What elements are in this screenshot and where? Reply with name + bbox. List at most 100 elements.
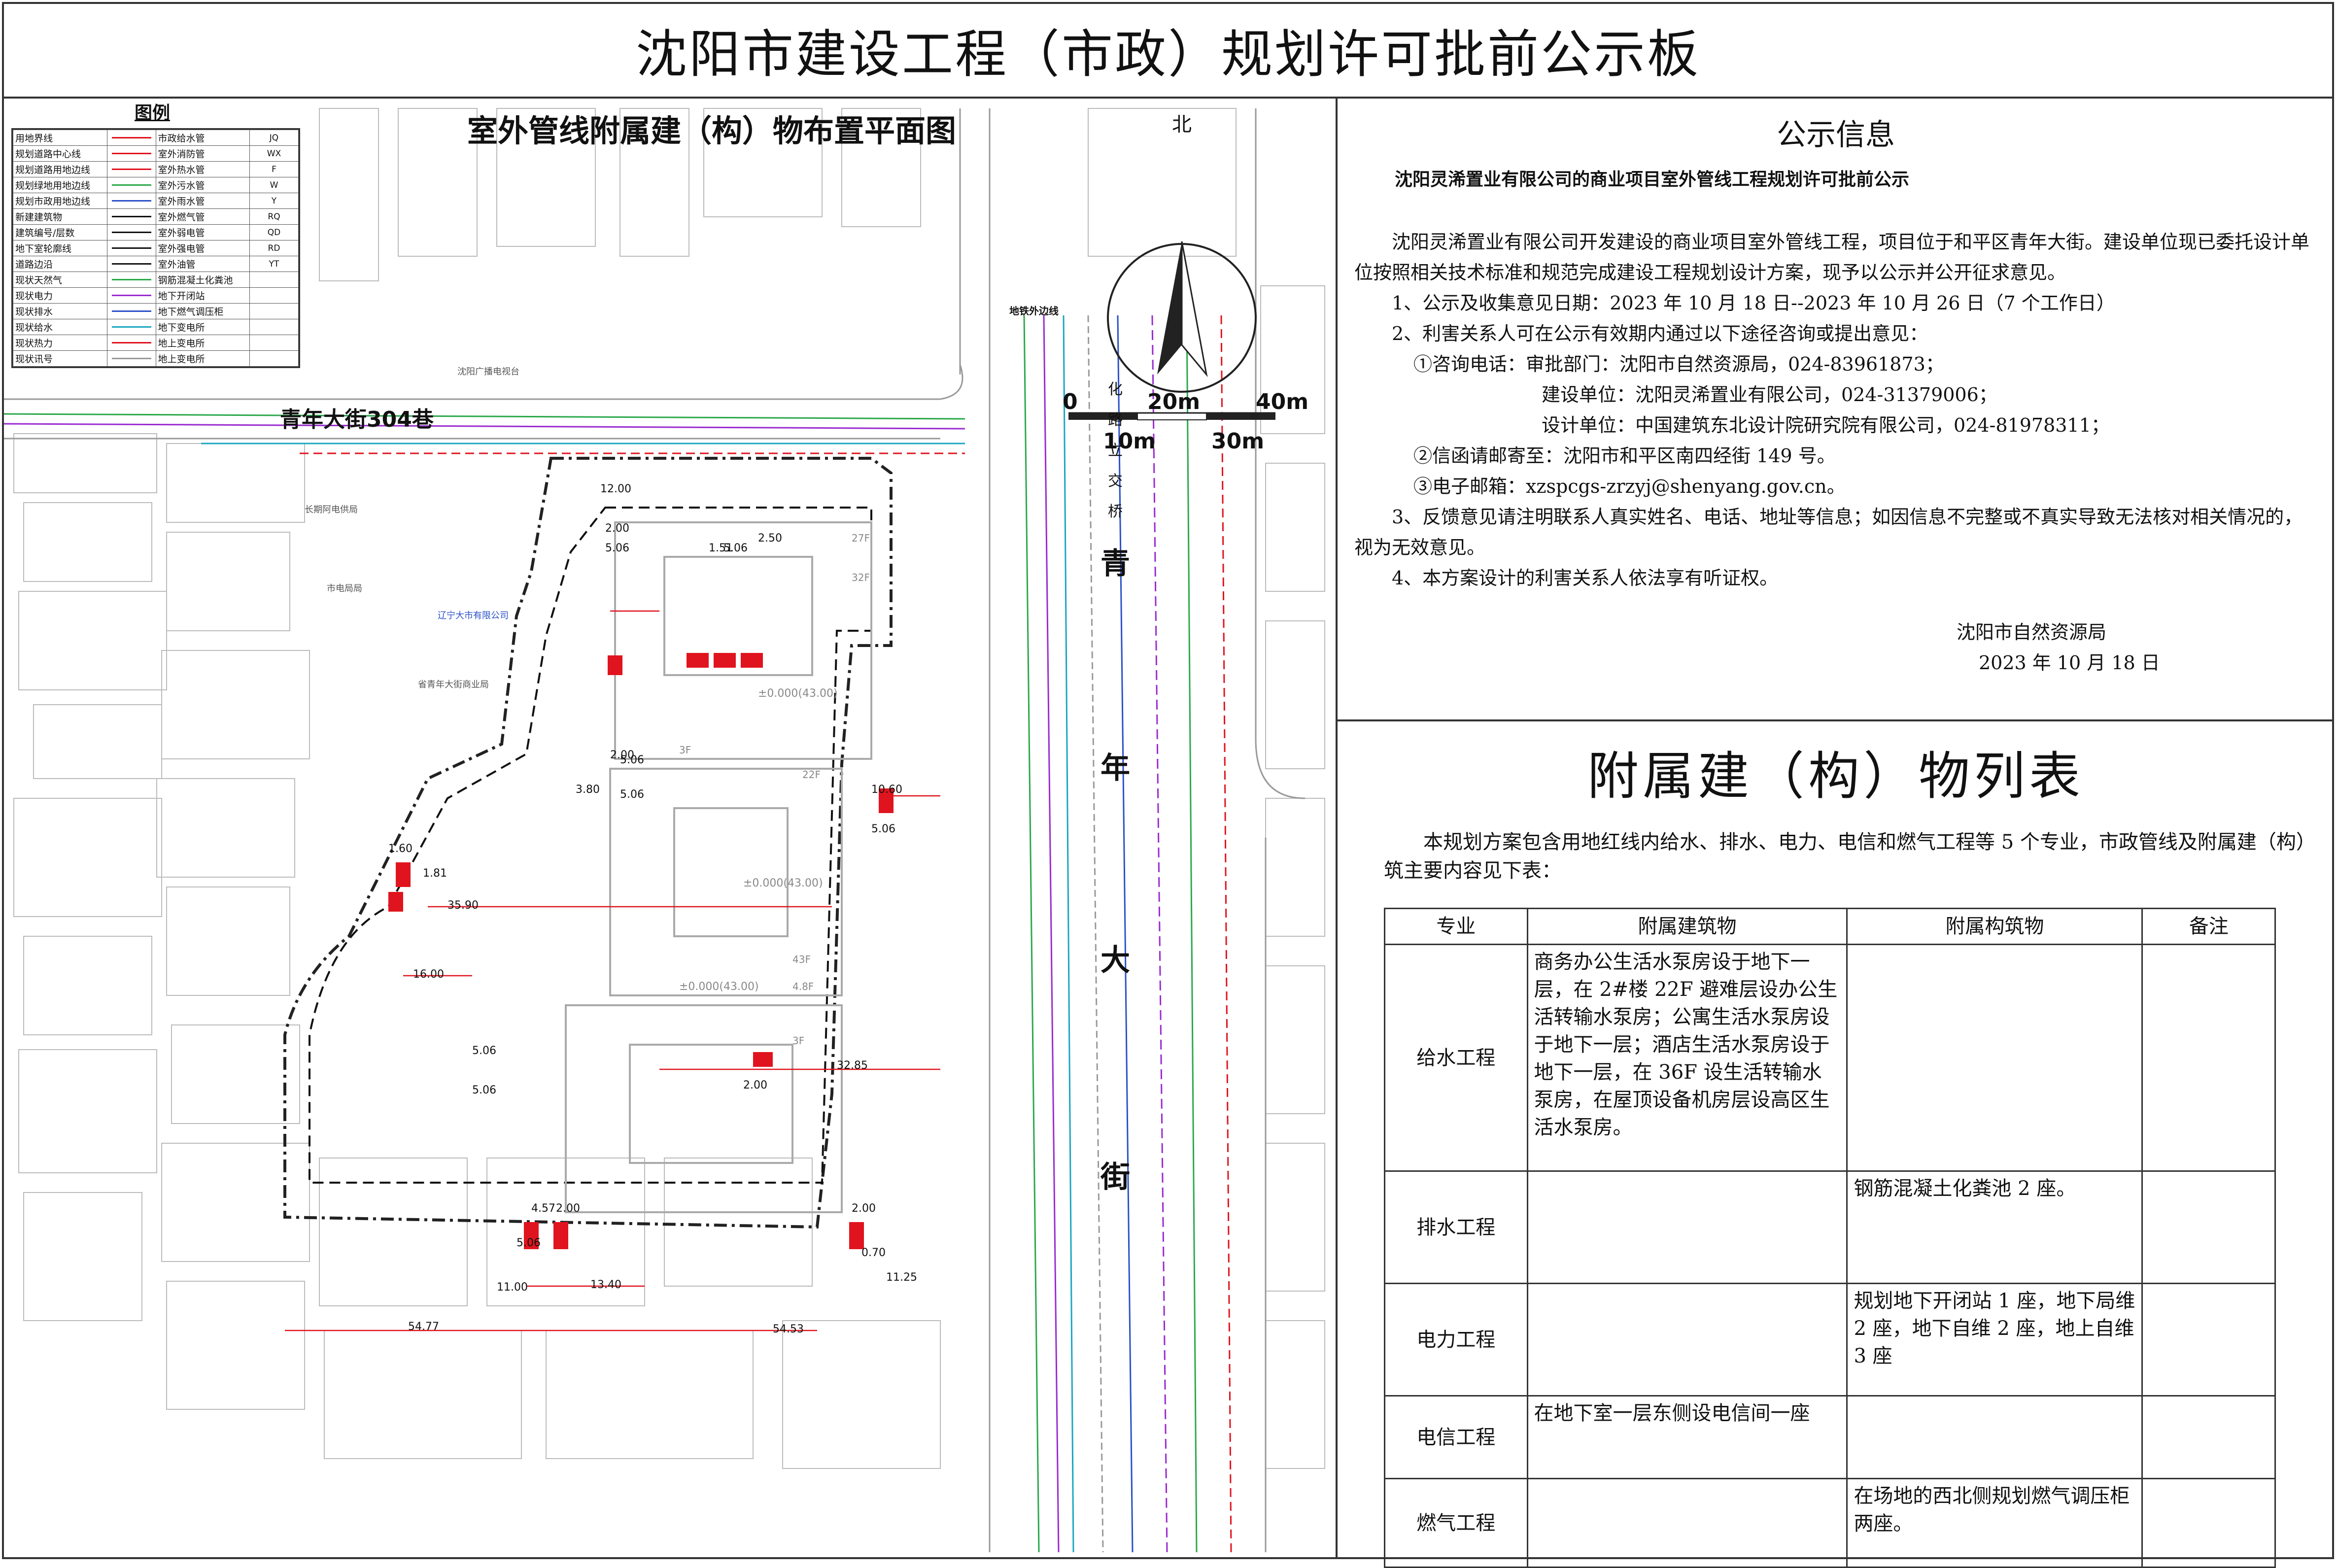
legend-label: 地下室轮廓线 — [13, 240, 107, 256]
dimension-value: 2.00 — [556, 1202, 580, 1215]
floor-label: 3F — [679, 744, 691, 756]
legend-label: 室外弱电管 — [155, 224, 250, 240]
cell-building: 商务办公生活水泵房设于地下一层，在 2#楼 22F 避难层设办公生活转输水泵房；… — [1526, 944, 1848, 1172]
legend-line-symbol — [111, 279, 151, 280]
legend-symbol — [106, 303, 156, 319]
legend-code: W — [249, 177, 299, 193]
table-row: 给水工程 商务办公生活水泵房设于地下一层，在 2#楼 22F 避难层设办公生活转… — [1384, 944, 2276, 1172]
legend-code: Y — [249, 193, 299, 209]
legend-code: YT — [249, 256, 299, 272]
cell-structure — [1846, 944, 2143, 1172]
dimension-value: 5.06 — [516, 1237, 541, 1249]
info-item-3: 3、反馈意见请注明联系人真实姓名、电话、地址等信息；如因信息不完整或不真实导致无… — [1354, 506, 2303, 558]
scale-30m: 30m — [1211, 429, 1265, 454]
legend-symbol — [106, 319, 156, 335]
legend-symbol — [106, 224, 156, 240]
map-small-label: 市电局局 — [327, 583, 362, 594]
cell-note — [2141, 1283, 2276, 1397]
page-title-bar: 沈阳市建设工程（市政）规划许可批前公示板 — [2, 2, 2334, 99]
info-body: 沈阳灵浠置业有限公司开发建设的商业项目室外管线工程，项目位于和平区青年大街。建设… — [1354, 227, 2320, 593]
table-header-row: 专业 附属建筑物 附属构筑物 备注 — [1384, 908, 2276, 945]
dimension-value: 13.40 — [590, 1279, 621, 1291]
legend-line-symbol — [111, 184, 151, 186]
dimension-value: 5.06 — [620, 754, 644, 766]
dimension-value: 2.50 — [758, 532, 782, 545]
table-row: 电信工程 在地下室一层东侧设电信间一座 — [1384, 1395, 2276, 1479]
table-row: 燃气工程 在场地的西北侧规划燃气调压柜两座。 — [1384, 1478, 2276, 1568]
elevation-label: ±0.000(43.00) — [743, 877, 823, 889]
dimension-value: 5.06 — [620, 788, 644, 801]
legend-label: 规划市政用地边线 — [13, 193, 107, 209]
list-intro-text: 本规划方案包含用地红线内给水、排水、电力、电信和燃气工程等 5 个专业，市政管线… — [1384, 831, 2316, 882]
legend-label: 现状给水 — [13, 319, 107, 335]
legend-label: 室外消防管 — [155, 145, 250, 162]
dimension-value: 16.00 — [413, 968, 444, 981]
legend-code — [249, 350, 299, 367]
legend-label: 现状天然气 — [13, 272, 107, 288]
info-item-1: 1、公示及收集意见日期：2023 年 10 月 18 日--2023 年 10 … — [1392, 292, 2115, 314]
legend-line-symbol — [111, 153, 151, 154]
street-char-2: 年 — [1100, 751, 1130, 785]
legend-code: RD — [249, 240, 299, 256]
attachment-table: 专业 附属建筑物 附属构筑物 备注 给水工程 商务办公生活水泵房设于地下一层，在… — [1384, 908, 2276, 1568]
header-spec: 专业 — [1384, 908, 1528, 945]
legend-row: 现状天然气钢筋混凝土化粪池 — [13, 272, 299, 288]
floor-label: 27F — [852, 532, 870, 544]
legend-label: 地下开闭站 — [155, 287, 250, 304]
legend-label: 用地界线 — [13, 130, 107, 146]
cell-spec: 燃气工程 — [1384, 1478, 1528, 1568]
dimension-value: 1.81 — [423, 867, 447, 880]
legend-label: 室外污水管 — [155, 177, 250, 193]
map-small-label: 省青年大街商业局 — [418, 680, 489, 690]
issuing-org: 沈阳市自然资源局 — [1957, 621, 2107, 643]
legend-label: 地上变电所 — [155, 335, 250, 351]
map-title: 室外管线附属建（构）物布置平面图 — [467, 113, 957, 149]
dimension-value: 54.53 — [773, 1323, 804, 1335]
dimension-value: 2.00 — [852, 1202, 876, 1215]
map-small-label: 地铁外边线 — [1009, 305, 1059, 317]
legend-line-symbol — [111, 247, 151, 249]
cell-spec: 排水工程 — [1384, 1170, 1528, 1284]
info-item-2: 2、利害关系人可在公示有效期内通过以下途径咨询或提出意见： — [1392, 323, 1928, 344]
legend-label: 地上变电所 — [155, 350, 250, 367]
floor-label: 22F — [802, 769, 821, 781]
north-label: 北 — [1172, 113, 1192, 136]
legend-code: QD — [249, 224, 299, 240]
consult-phone-3: 设计单位：中国建筑东北设计院研究院有限公司，024-81978311； — [1542, 414, 2110, 436]
header-building: 附属建筑物 — [1526, 908, 1848, 945]
table-row: 排水工程 钢筋混凝土化粪池 2 座。 — [1384, 1170, 2276, 1284]
dimension-value: 5.06 — [871, 823, 895, 835]
legend-line-symbol — [111, 232, 151, 233]
legend-label: 室外热水管 — [155, 161, 250, 177]
map-small-label: 沈阳广播电视台 — [457, 367, 519, 377]
email-address[interactable]: ③电子邮箱：xzspcgs-zrzyj@shenyang.gov.cn。 — [1413, 476, 1846, 497]
street-char-3: 大 — [1100, 943, 1130, 978]
dimension-value: 54.77 — [408, 1321, 439, 1333]
info-paragraph: 沈阳灵浠置业有限公司开发建设的商业项目室外管线工程，项目位于和平区青年大街。建设… — [1354, 231, 2310, 283]
legend-label: 室外油管 — [155, 256, 250, 272]
legend-code — [249, 303, 299, 319]
dimension-value: 5.06 — [605, 542, 629, 554]
list-title: 附属建（构）物列表 — [1587, 746, 2084, 806]
issue-date: 2023 年 10 月 18 日 — [1979, 652, 2160, 674]
elevation-label: ±0.000(43.00) — [679, 981, 759, 993]
floor-label: 4.8F — [792, 981, 814, 992]
site-plan-drawing — [4, 108, 1325, 1553]
cell-spec: 电力工程 — [1384, 1283, 1528, 1397]
cell-building — [1526, 1478, 1848, 1568]
legend-row: 现状热力地上变电所 — [13, 335, 299, 351]
legend-line-symbol — [111, 169, 151, 170]
dimension-value: 2.00 — [743, 1079, 767, 1091]
legend-line-symbol — [111, 216, 151, 217]
info-item-4: 4、本方案设计的利害关系人依法享有听证权。 — [1392, 567, 1779, 589]
legend-line-symbol — [111, 326, 151, 328]
cell-spec: 电信工程 — [1384, 1395, 1528, 1479]
legend-symbol — [106, 145, 156, 162]
legend-code: WX — [249, 145, 299, 162]
road-label-304: 青年大街304巷 — [280, 407, 434, 432]
info-subtitle: 沈阳灵浠置业有限公司的商业项目室外管线工程规划许可批前公示 — [1395, 169, 1910, 190]
